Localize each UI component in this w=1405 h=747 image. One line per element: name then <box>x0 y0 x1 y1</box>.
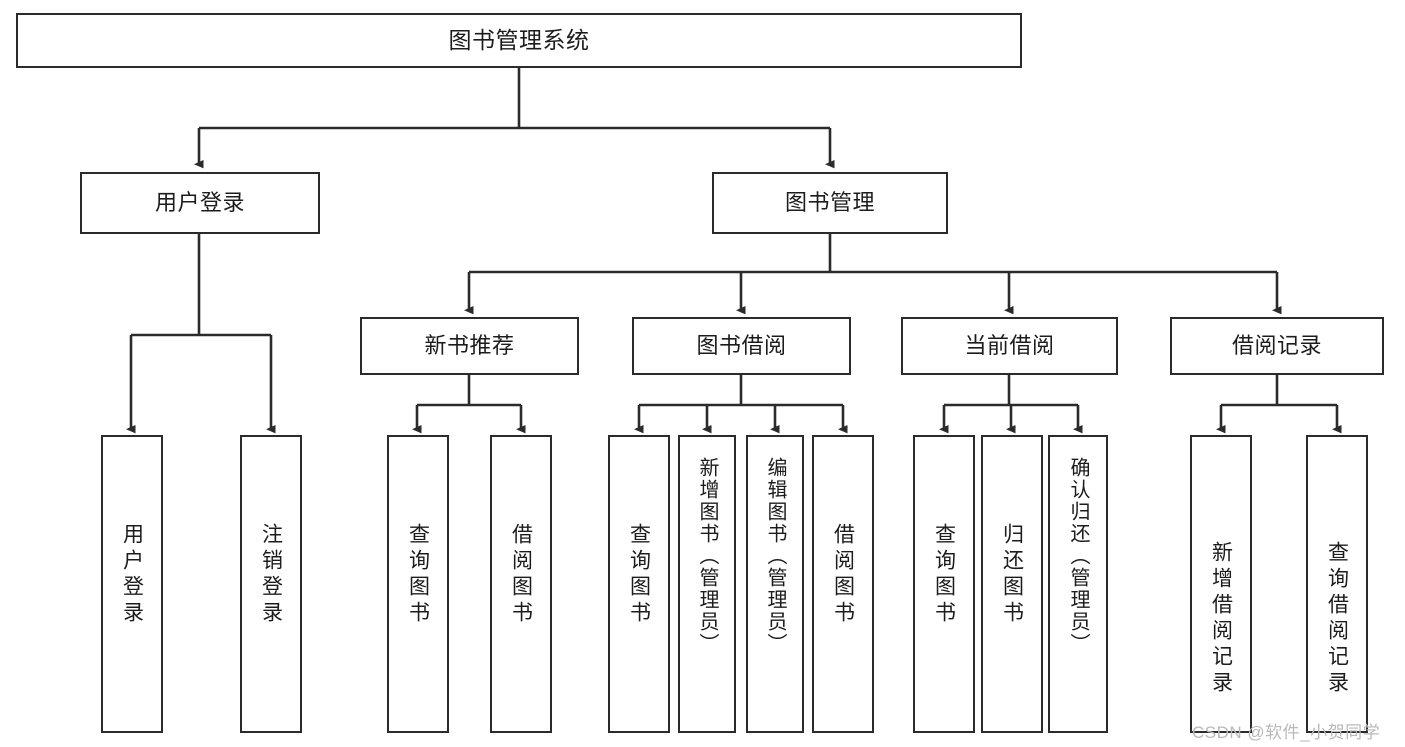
node-leaf-logout[interactable]: 注销登录 <box>240 435 302 733</box>
node-leaf-add-record-label: 新增借阅记录 <box>1209 541 1233 697</box>
node-user-login[interactable]: 用户登录 <box>80 172 320 234</box>
node-leaf-query-book-1[interactable]: 查询图书 <box>387 435 449 733</box>
node-leaf-borrow-book-1-label: 借阅图书 <box>509 523 533 627</box>
node-leaf-user-login[interactable]: 用户登录 <box>101 435 163 733</box>
node-leaf-user-login-label: 用户登录 <box>120 523 144 627</box>
node-new-book-rec-label: 新书推荐 <box>424 332 515 358</box>
node-root-label: 图书管理系统 <box>448 26 590 53</box>
node-current-borrow[interactable]: 当前借阅 <box>901 317 1118 375</box>
node-leaf-query-book-3-label: 查询图书 <box>932 523 956 627</box>
node-leaf-edit-book[interactable]: 编辑图书（管理员） <box>746 435 804 733</box>
node-book-manage-label: 图书管理 <box>784 189 875 215</box>
node-leaf-return-book[interactable]: 归还图书 <box>981 435 1043 733</box>
node-leaf-query-book-2-label: 查询图书 <box>627 523 651 627</box>
node-borrow-record-label: 借阅记录 <box>1231 332 1322 358</box>
node-leaf-borrow-book-2[interactable]: 借阅图书 <box>812 435 874 733</box>
node-book-borrow[interactable]: 图书借阅 <box>632 317 851 375</box>
node-leaf-query-record-label: 查询借阅记录 <box>1325 541 1349 697</box>
node-new-book-rec[interactable]: 新书推荐 <box>360 317 579 375</box>
node-leaf-borrow-book-2-label: 借阅图书 <box>831 523 855 627</box>
node-leaf-edit-book-label: 编辑图书（管理员） <box>764 457 786 655</box>
node-leaf-query-book-1-label: 查询图书 <box>406 523 430 627</box>
csdn-watermark: CSDN @软件_小贺同学 <box>1192 723 1381 742</box>
node-leaf-return-book-label: 归还图书 <box>1000 523 1024 627</box>
node-leaf-query-book-2[interactable]: 查询图书 <box>608 435 670 733</box>
node-leaf-confirm-return-label: 确认归还（管理员） <box>1067 457 1089 655</box>
node-leaf-add-book[interactable]: 新增图书（管理员） <box>678 435 736 733</box>
node-borrow-record[interactable]: 借阅记录 <box>1170 317 1384 375</box>
node-current-borrow-label: 当前借阅 <box>964 332 1055 358</box>
node-leaf-query-record[interactable]: 查询借阅记录 <box>1306 435 1368 733</box>
node-root[interactable]: 图书管理系统 <box>16 13 1022 68</box>
node-leaf-confirm-return[interactable]: 确认归还（管理员） <box>1048 435 1108 733</box>
node-user-login-label: 用户登录 <box>154 189 245 215</box>
node-leaf-logout-label: 注销登录 <box>259 523 283 627</box>
node-leaf-add-record[interactable]: 新增借阅记录 <box>1190 435 1252 733</box>
node-leaf-query-book-3[interactable]: 查询图书 <box>913 435 975 733</box>
node-leaf-add-book-label: 新增图书（管理员） <box>696 457 718 655</box>
node-book-borrow-label: 图书借阅 <box>696 332 787 358</box>
node-leaf-borrow-book-1[interactable]: 借阅图书 <box>490 435 552 733</box>
node-book-manage[interactable]: 图书管理 <box>712 172 948 234</box>
